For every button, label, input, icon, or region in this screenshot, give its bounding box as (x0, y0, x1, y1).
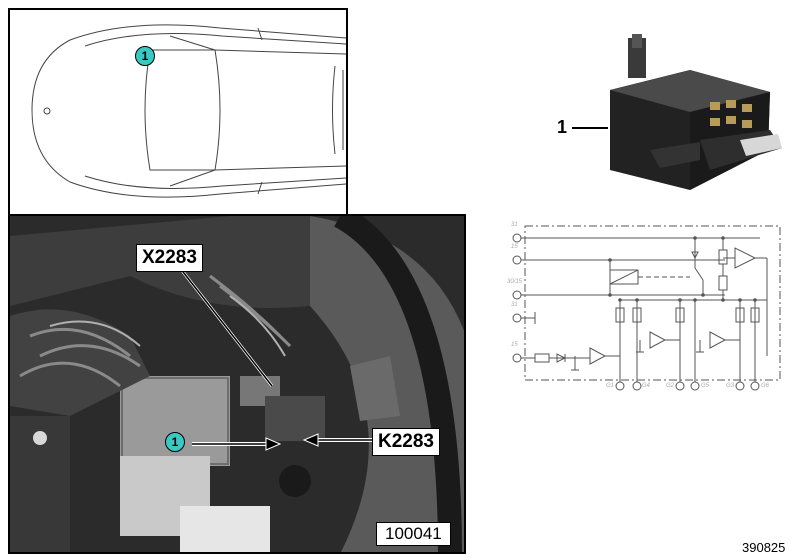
engine-bay-photo-panel: X2283 K2283 1 100041 (8, 214, 466, 554)
schematic-pin-label-bottom-4: G5 (701, 383, 710, 389)
connector-label: X2283 (136, 244, 203, 272)
car-callout-1: 1 (135, 46, 155, 66)
schematic-pin-label-left-2: 15 (511, 244, 518, 250)
schematic-pin-label-left-5: 15 (511, 342, 518, 348)
circuit-schematic (512, 225, 781, 391)
schematic-pin-label-bottom-5: G3 (726, 383, 735, 389)
photo-reference-number: 100041 (376, 522, 451, 546)
schematic-pin-label-left-4: 31 (511, 302, 518, 308)
engine-bay-photo (10, 216, 464, 552)
relay-label: K2283 (372, 428, 440, 456)
schematic-pin-label-bottom-2: G4 (642, 383, 651, 389)
relay-component-drawing (572, 34, 782, 190)
schematic-pin-label-bottom-3: G2 (666, 383, 675, 389)
schematic-pin-label-left-3: 30/15 (507, 279, 523, 285)
component-index-label: 1 (557, 117, 568, 137)
photo-callout-1: 1 (165, 432, 185, 452)
car-outline-drawing (31, 24, 347, 198)
document-id: 390825 (742, 540, 786, 555)
car-location-panel: 1 (8, 8, 348, 216)
schematic-pin-label-bottom-1: G1 (606, 383, 615, 389)
schematic-pin-label-bottom-6: G6 (761, 383, 770, 389)
schematic-pin-label-left-1: 31 (511, 222, 518, 228)
